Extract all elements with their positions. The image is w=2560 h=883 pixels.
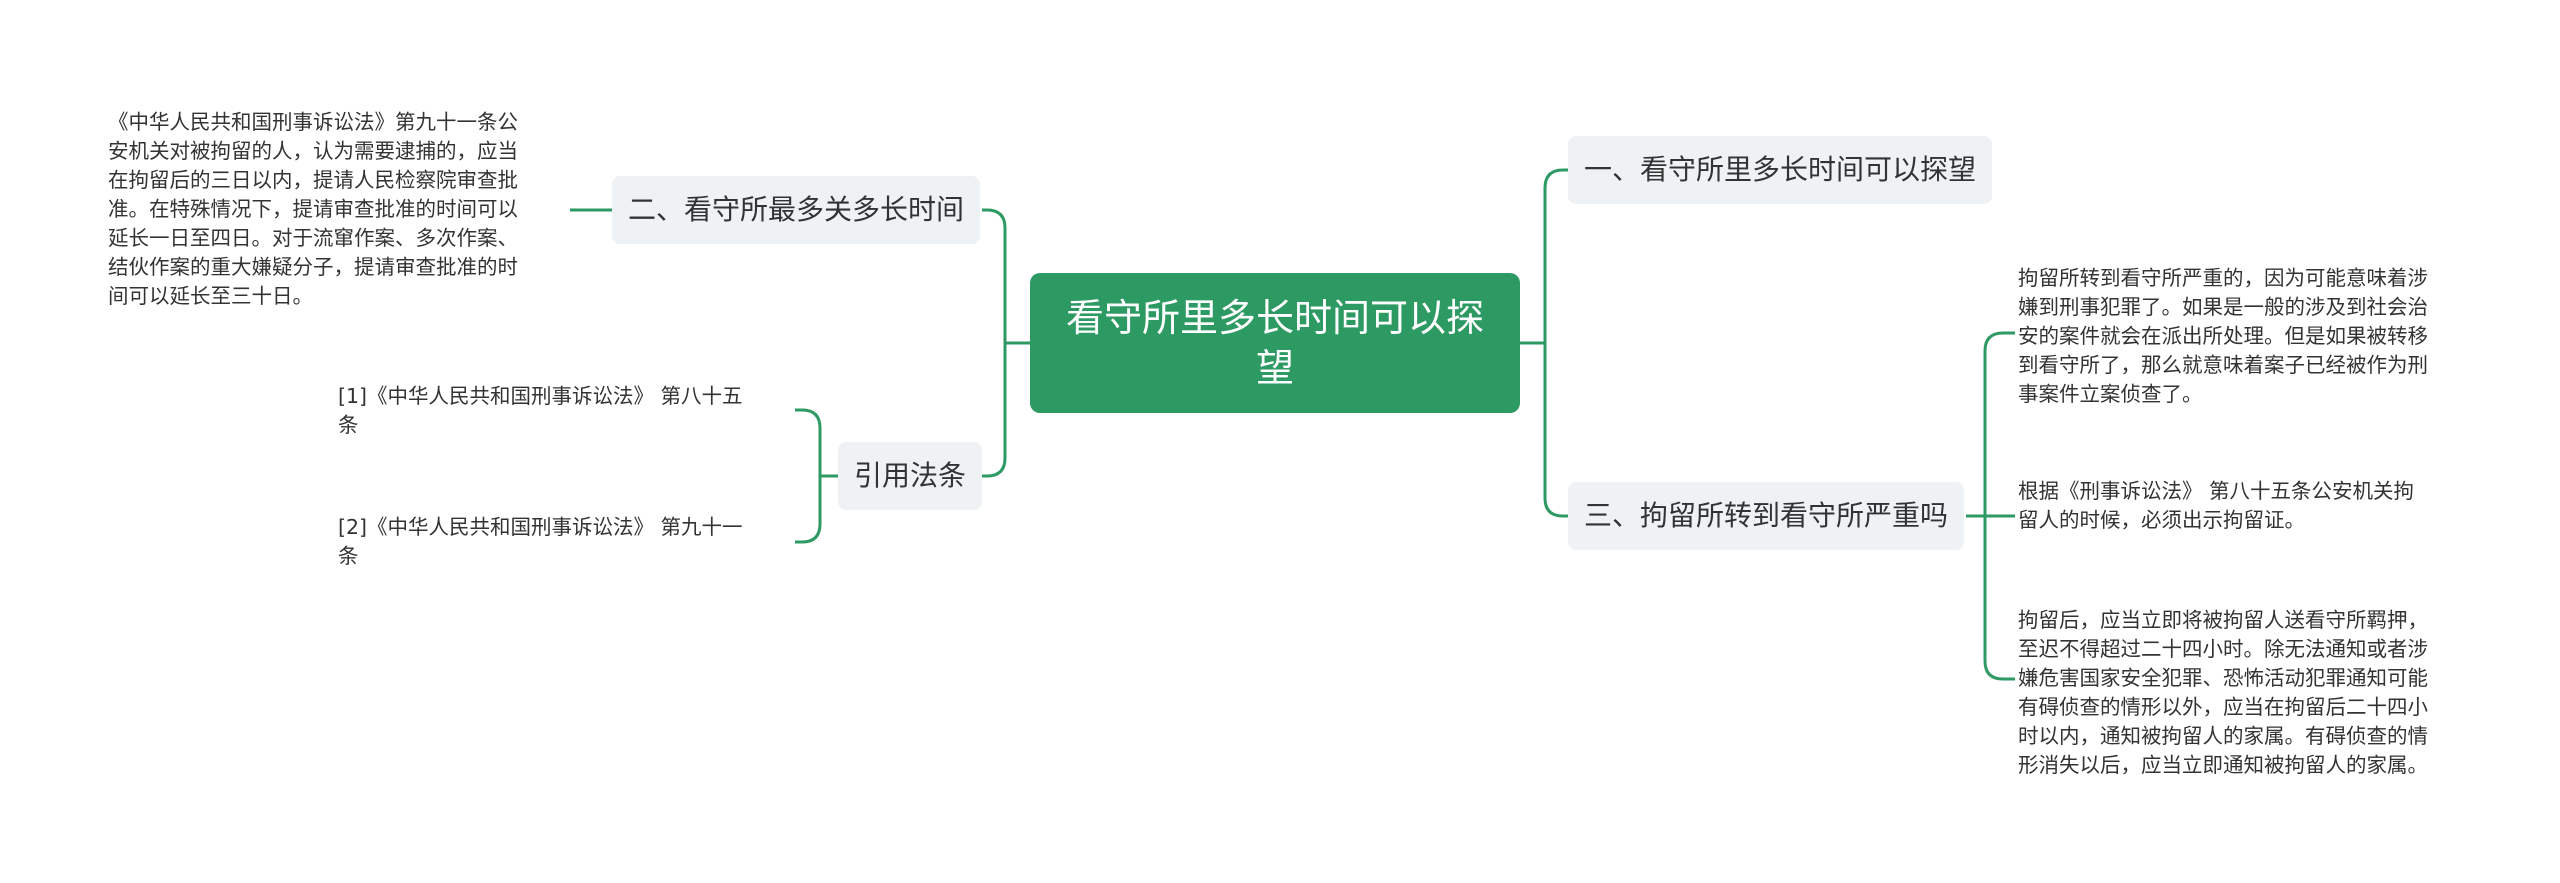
leaf-topic-b4-1[interactable]: [1]《中华人民共和国刑事诉讼法》 第八十五 条 — [338, 382, 793, 440]
leaf-topic-b3-3[interactable]: 拘留后，应当立即将被拘留人送看守所羁押， 至迟不得超过二十四小时。除无法通知或者… — [2018, 606, 2488, 780]
leaf-line: 条 — [338, 544, 359, 568]
branch-topic-1-label: 一、看守所里多长时间可以探望 — [1584, 153, 1977, 186]
leaf-line: 事案件立案侦查了。 — [2018, 382, 2203, 406]
leaf-line: 拘留后，应当立即将被拘留人送看守所羁押， — [2018, 608, 2428, 632]
leaf-line: 延长一日至四日。对于流窜作案、多次作案、 — [108, 226, 518, 250]
leaf-line: 形消失以后，应当立即通知被拘留人的家属。 — [2018, 753, 2428, 777]
connector-root-to-b4 — [982, 343, 1007, 478]
leaf-line: 到看守所了，那么就意味着案子已经被作为刑 — [2018, 353, 2428, 377]
connector-b3-to-leaf1 — [1983, 331, 2015, 516]
leaf-line: 根据《刑事诉讼法》 第八十五条公安机关拘 — [2018, 479, 2415, 503]
leaf-line: 留人的时候，必须出示拘留证。 — [2018, 508, 2305, 532]
leaf-line: [1]《中华人民共和国刑事诉讼法》 第八十五 — [338, 384, 743, 408]
connector-root-to-b1 — [1543, 168, 1568, 343]
leaf-topic-b3-1[interactable]: 拘留所转到看守所严重的，因为可能意味着涉 嫌到刑事犯罪了。如果是一般的涉及到社会… — [2018, 264, 2488, 409]
leaf-line: 嫌危害国家安全犯罪、恐怖活动犯罪通知可能 — [2018, 666, 2428, 690]
leaf-line: 安的案件就会在派出所处理。但是如果被转移 — [2018, 324, 2428, 348]
branch-topic-4-label: 引用法条 — [854, 459, 967, 492]
branch-topic-1[interactable]: 一、看守所里多长时间可以探望 — [1568, 136, 1993, 204]
branch-topic-2[interactable]: 二、看守所最多关多长时间 — [612, 176, 981, 244]
connector-root-to-b3 — [1543, 343, 1568, 518]
leaf-topic-b3-2[interactable]: 根据《刑事诉讼法》 第八十五条公安机关拘 留人的时候，必须出示拘留证。 — [2018, 477, 2488, 535]
leaf-line: 有碍侦查的情形以外，应当在拘留后二十四小 — [2018, 695, 2428, 719]
leaf-line: 时以内，通知被拘留人的家属。有碍侦查的情 — [2018, 724, 2428, 748]
leaf-line: 《中华人民共和国刑事诉讼法》第九十一条公 — [108, 110, 518, 134]
leaf-line: [2]《中华人民共和国刑事诉讼法》 第九十一 — [338, 515, 743, 539]
leaf-line: 至迟不得超过二十四小时。除无法通知或者涉 — [2018, 637, 2428, 661]
branch-topic-4[interactable]: 引用法条 — [838, 442, 983, 510]
leaf-line: 准。在特殊情况下，提请审查批准的时间可以 — [108, 197, 518, 221]
leaf-line: 嫌到刑事犯罪了。如果是一般的涉及到社会治 — [2018, 295, 2428, 319]
connector-b4-to-leaf2 — [795, 476, 822, 544]
leaf-line: 在拘留后的三日以内，提请人民检察院审查批 — [108, 168, 518, 192]
leaf-topic-b2-1[interactable]: 《中华人民共和国刑事诉讼法》第九十一条公 安机关对被拘留的人，认为需要逮捕的，应… — [108, 108, 568, 311]
branch-topic-2-label: 二、看守所最多关多长时间 — [628, 193, 965, 226]
root-topic[interactable]: 看守所里多长时间可以探望 — [1030, 273, 1520, 413]
connector-root-to-b2 — [982, 208, 1007, 343]
leaf-line: 间可以延长至三十日。 — [108, 284, 313, 308]
leaf-line: 安机关对被拘留的人，认为需要逮捕的，应当 — [108, 139, 518, 163]
leaf-line: 拘留所转到看守所严重的，因为可能意味着涉 — [2018, 266, 2428, 290]
connector-b4-to-leaf1 — [795, 408, 822, 476]
leaf-line: 条 — [338, 413, 359, 437]
leaf-line: 结伙作案的重大嫌疑分子，提请审查批准的时 — [108, 255, 518, 279]
leaf-topic-b4-2[interactable]: [2]《中华人民共和国刑事诉讼法》 第九十一 条 — [338, 513, 793, 571]
branch-topic-3[interactable]: 三、拘留所转到看守所严重吗 — [1568, 482, 1965, 550]
branch-topic-3-label: 三、拘留所转到看守所严重吗 — [1584, 499, 1949, 532]
root-topic-label: 看守所里多长时间可以探望 — [1065, 296, 1484, 390]
connector-b3-to-leaf3 — [1983, 516, 2015, 681]
